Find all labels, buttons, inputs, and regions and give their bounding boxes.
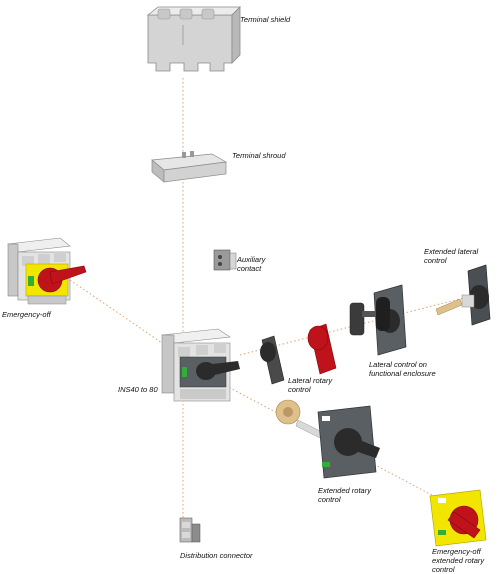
auxiliary-contact [213, 249, 237, 271]
ins40-switch [161, 328, 240, 402]
label-emergency-off-extended-line2: extended rotary [432, 556, 485, 565]
label-lateral-enclosure-line2: functional enclosure [369, 369, 436, 378]
emergency-off-switch [7, 237, 87, 305]
label-lateral-rotary-line2: control [288, 385, 311, 394]
lateral-control-enclosure [349, 284, 407, 356]
label-extended-rotary-control: Extended rotary control [318, 486, 371, 504]
label-extended-rotary-line2: control [318, 495, 341, 504]
line-emergency-to-switch [69, 279, 166, 346]
label-lateral-enclosure-line1: Lateral control on [369, 360, 427, 369]
extended-rotary-control [275, 399, 380, 479]
label-lateral-rotary-line1: Lateral rotary [288, 376, 333, 385]
emergency-off-extended-rotary [429, 489, 487, 547]
label-auxiliary-contact: Auxiliary contact [237, 255, 265, 273]
terminal-shield [146, 6, 241, 72]
label-terminal-shield: Terminal shield [240, 15, 291, 24]
label-extended-lateral-line1: Extended lateral [424, 247, 479, 256]
terminal-shroud [151, 151, 228, 183]
lateral-rotary-control [260, 323, 337, 385]
connector-lines [69, 78, 476, 520]
label-extended-rotary-line1: Extended rotary [318, 486, 371, 495]
label-lateral-rotary-control: Lateral rotary control [288, 376, 332, 394]
label-extended-lateral-control: Extended lateral control [424, 247, 478, 265]
distribution-connector [179, 517, 201, 543]
label-distribution-connector: Distribution connector [180, 551, 253, 560]
extended-lateral-control [435, 264, 491, 326]
label-lateral-control-enclosure: Lateral control on functional enclosure [369, 360, 436, 378]
label-ins40-to-80: INS40 to 80 [118, 385, 158, 394]
label-terminal-shroud: Terminal shroud [232, 151, 286, 160]
label-emergency-off-extended-line1: Emergency-off [432, 547, 481, 556]
label-auxiliary-contact-line2: contact [237, 264, 262, 273]
label-emergency-off: Emergency-off [2, 310, 51, 319]
label-auxiliary-contact-line1: Auxiliary [237, 255, 266, 264]
label-extended-lateral-line2: control [424, 256, 447, 265]
